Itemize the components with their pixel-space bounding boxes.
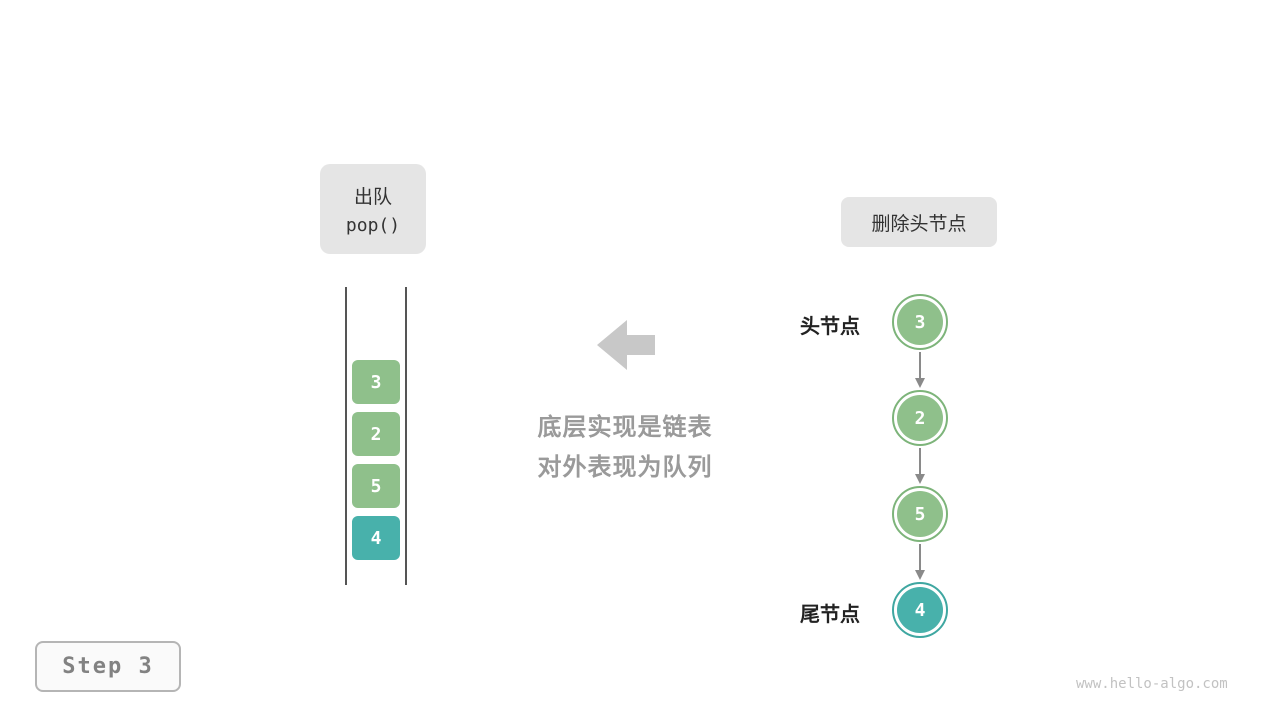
list-node: 5 — [892, 486, 948, 542]
head-node-label: 头节点 — [800, 316, 860, 338]
caption-line1: 底层实现是链表 — [537, 414, 713, 441]
list-node-value: 5 — [897, 491, 943, 537]
implementation-caption: 底层实现是链表 对外表现为队列 — [490, 408, 760, 488]
watermark-text: www.hello-algo.com — [1076, 676, 1228, 692]
list-node: 2 — [892, 390, 948, 446]
list-node-value: 3 — [897, 299, 943, 345]
tail-node-label: 尾节点 — [800, 604, 860, 626]
down-arrow-icon — [914, 544, 926, 585]
list-node-value: 4 — [897, 587, 943, 633]
left-arrow-icon — [597, 320, 655, 375]
queue-item: 3 — [352, 360, 400, 404]
dequeue-title: 出队 — [353, 187, 392, 208]
list-node-value: 2 — [897, 395, 943, 441]
step-badge: Step 3 — [35, 641, 181, 692]
caption-line2: 对外表现为队列 — [537, 454, 713, 481]
down-arrow-icon — [914, 352, 926, 393]
list-node: 4 — [892, 582, 948, 638]
queue-item: 5 — [352, 464, 400, 508]
queue-items-stack: 3 2 5 4 — [352, 360, 400, 560]
dequeue-operation-label: 出队 pop() — [320, 164, 426, 254]
delete-head-label: 删除头节点 — [841, 197, 997, 247]
queue-container-right-wall — [405, 287, 407, 585]
queue-item: 2 — [352, 412, 400, 456]
list-node: 3 — [892, 294, 948, 350]
down-arrow-icon — [914, 448, 926, 489]
queue-container-left-wall — [345, 287, 347, 585]
pop-code-text: pop() — [345, 215, 401, 236]
queue-item: 4 — [352, 516, 400, 560]
